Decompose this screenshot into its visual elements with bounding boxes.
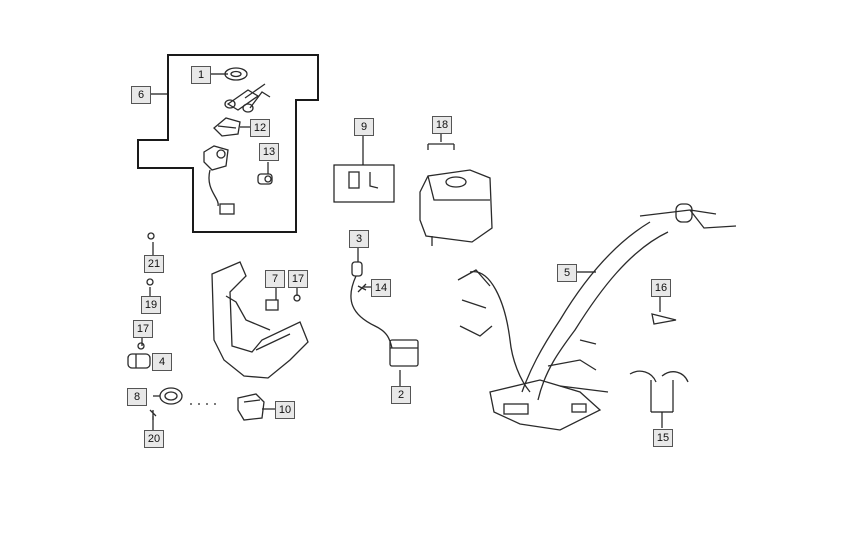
part-13-lock-cylinder: [257, 173, 273, 185]
part-ignition-switch: [203, 145, 235, 215]
callout-4: 4: [152, 353, 172, 371]
part-keys: [224, 83, 271, 113]
part-16-tie: [651, 313, 677, 325]
part-9-clips: [348, 171, 379, 189]
part-4-relay: [127, 353, 151, 369]
part-10-fuse-box: [237, 393, 265, 421]
part-15-clamps: [629, 370, 689, 383]
part-frame-bracket: [211, 261, 309, 379]
callout-20: 20: [144, 430, 164, 448]
callout-3: 3: [349, 230, 369, 248]
part-19-nut: [146, 278, 154, 286]
callout-5: 5: [557, 264, 577, 282]
callout-2: 2: [391, 386, 411, 404]
callout-8: 8: [127, 388, 147, 406]
callout-14: 14: [371, 279, 391, 297]
callout-1: 1: [191, 66, 211, 84]
part-battery-box: [419, 169, 493, 246]
part-17-nut-mid: [293, 294, 301, 302]
part-5-wiring-harness: [457, 203, 737, 431]
callout-12: 12: [250, 119, 270, 137]
group-9-box: [333, 164, 395, 203]
part-14-clip: [357, 283, 367, 293]
callout-21: 21: [144, 255, 164, 273]
callout-17-left: 17: [133, 320, 153, 338]
part-21-screw: [147, 232, 155, 240]
group-6-outline: [137, 54, 319, 233]
callout-19: 19: [141, 296, 161, 314]
part-3-sensor-lead: [350, 261, 419, 367]
callout-15: 15: [653, 429, 673, 447]
callout-18: 18: [432, 116, 452, 134]
callout-16: 16: [651, 279, 671, 297]
callout-6: 6: [131, 86, 151, 104]
part-18-bracket: [427, 143, 455, 150]
callout-10: 10: [275, 401, 295, 419]
callout-13: 13: [259, 143, 279, 161]
callout-9: 9: [354, 118, 374, 136]
part-1-lock-ring: [224, 67, 248, 81]
part-17-nut-left: [137, 342, 145, 350]
part-8-grommet: [159, 387, 183, 405]
callout-17-mid: 17: [288, 270, 308, 288]
part-12-bracket: [213, 117, 241, 137]
part-20-bolt: [149, 409, 157, 420]
callout-7: 7: [265, 270, 285, 288]
